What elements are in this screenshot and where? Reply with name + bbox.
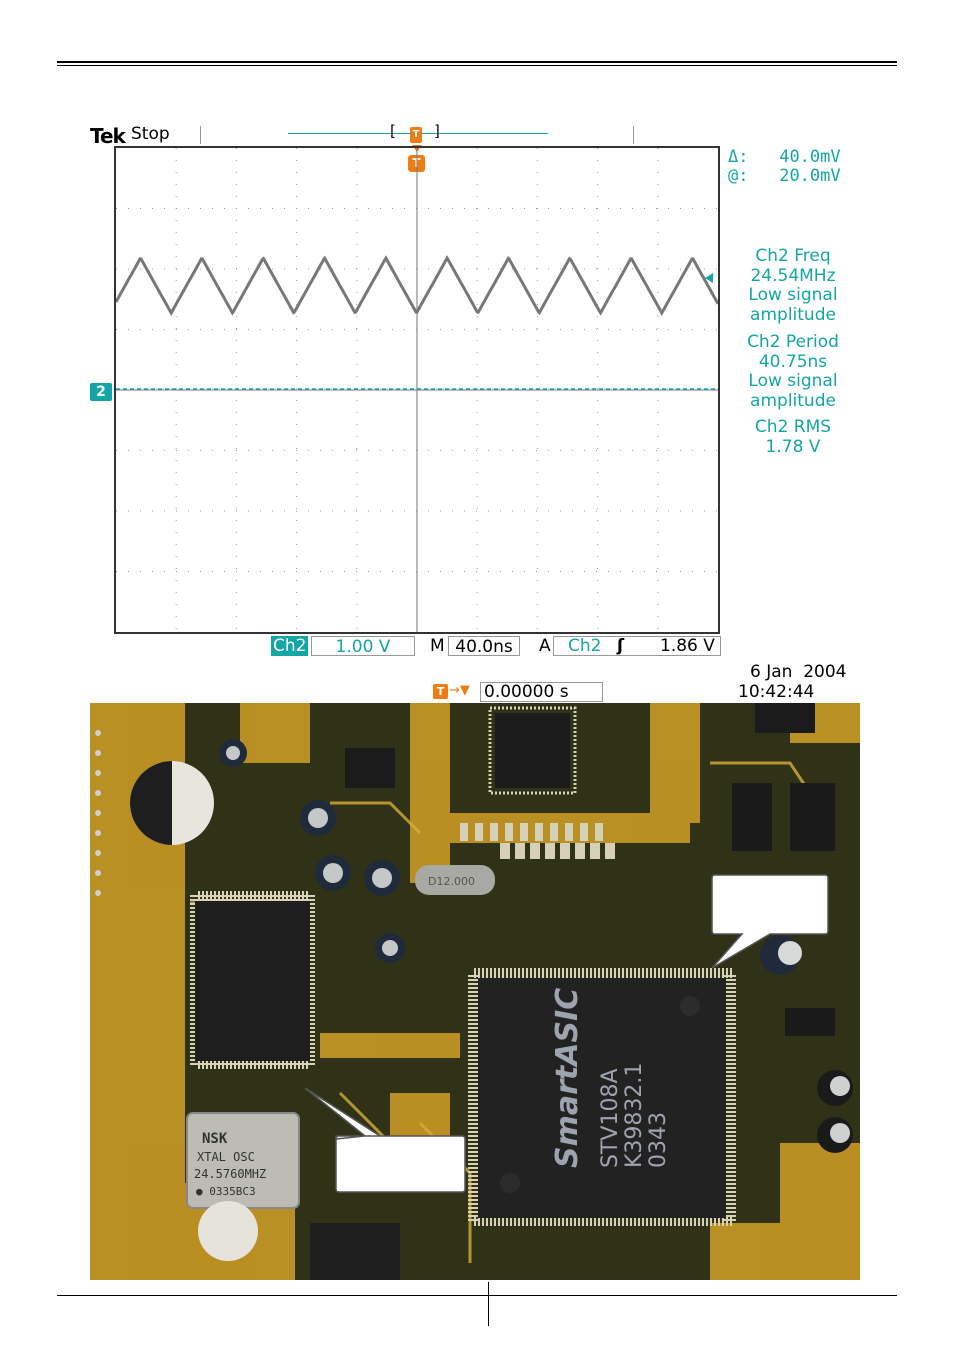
acquisition-state: Stop — [131, 124, 170, 144]
freq-value: 24.54MHz — [750, 265, 836, 286]
cursor-at-value: 20.0mV — [779, 166, 841, 186]
small-crystal-label: D12.000 — [428, 875, 475, 888]
cursor-delta-label: Δ: — [728, 147, 749, 167]
crystal-frequency: 24.5760MHZ — [194, 1167, 266, 1181]
main-chip-model: STV108A — [598, 1069, 623, 1169]
header-rule — [57, 61, 897, 63]
volts-per-div: 1.00 V — [311, 636, 415, 657]
trigger-level-arrow-icon — [705, 273, 713, 283]
status-separator — [200, 126, 201, 144]
channel-2-waveform — [116, 255, 718, 317]
cursor-readout: Δ: 40.0mV @: 20.0mV — [728, 148, 841, 186]
freq-title: Ch2 Freq — [755, 246, 831, 266]
main-timebase-label: M — [430, 636, 445, 656]
trigger-source: Ch2 — [568, 636, 602, 656]
callout-bubble-left — [304, 1087, 466, 1193]
footer-divider — [488, 1282, 489, 1326]
capture-time: 10:42:44 — [738, 682, 815, 702]
trigger-mode-label: A — [539, 636, 551, 656]
rising-edge-icon: ʃ — [617, 636, 625, 656]
period-title: Ch2 Period — [747, 332, 839, 352]
header-rule-thin — [57, 65, 897, 66]
cursor-at-label: @: — [728, 166, 749, 186]
trigger-delay-icon: T — [433, 684, 448, 699]
pcb-illustration: D12.000 SmartASIC STV108A K39832.1 — [90, 703, 860, 1280]
crystal-type: XTAL OSC — [197, 1150, 255, 1164]
rms-value: 1.78 V — [765, 436, 821, 457]
crystal-code: ● 0335BC3 — [196, 1185, 256, 1198]
measurement-frequency: Ch2 Freq 24.54MHz Low signal amplitude — [728, 246, 858, 325]
cursor-delta-value: 40.0mV — [779, 147, 841, 167]
footer-rule — [57, 1295, 897, 1296]
period-note: Low signal — [748, 371, 838, 391]
trigger-delay-value: 0.00000 s — [480, 682, 603, 702]
channel-label: Ch2 — [271, 636, 309, 656]
callout-bubble-right — [711, 874, 829, 969]
rms-title: Ch2 RMS — [754, 417, 832, 437]
capture-date: 6 Jan 2004 — [750, 662, 847, 682]
trigger-position-marker: T — [410, 127, 422, 143]
main-chip-code: K39832.1 — [622, 1063, 647, 1168]
trigger-level: 1.86 V — [660, 636, 715, 656]
channel-2-ground-marker: 2 — [90, 383, 112, 401]
crystal-brand: NSK — [202, 1131, 228, 1147]
freq-note: amplitude — [750, 304, 836, 325]
period-note: amplitude — [750, 390, 836, 411]
delay-arrow-icon: →▼ — [449, 683, 470, 698]
waveform-display — [116, 148, 718, 632]
measurement-period: Ch2 Period 40.75ns Low signal amplitude — [728, 332, 858, 411]
main-chip-date: 0343 — [646, 1112, 671, 1168]
pcb-photo: D12.000 SmartASIC STV108A K39832.1 — [90, 703, 860, 1280]
freq-note: Low signal — [748, 285, 838, 305]
status-separator — [633, 126, 634, 144]
period-value: 40.75ns — [758, 351, 828, 372]
trigger-readout-box — [553, 636, 721, 656]
scope-graticule — [114, 146, 720, 634]
scope-brand-logo: Tek — [90, 124, 126, 148]
time-per-div: 40.0ns — [448, 636, 520, 657]
main-chip-brand: SmartASIC — [550, 988, 585, 1168]
measurement-rms: Ch2 RMS 1.78 V — [728, 417, 858, 457]
